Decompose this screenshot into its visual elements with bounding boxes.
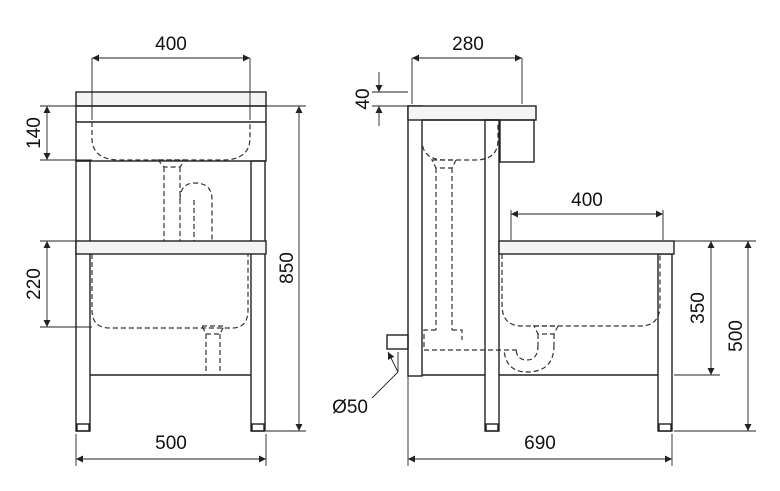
- front-top-slab: [75, 91, 267, 107]
- dim-side-drain: Ø50: [332, 397, 368, 418]
- dim-front-total-width: 500: [155, 433, 187, 454]
- side-back-frame: [407, 105, 423, 377]
- dim-front-lower-depth: 220: [24, 268, 45, 300]
- front-lower-slab: [75, 240, 267, 255]
- front-view: 400 140 220 850 500: [24, 34, 306, 466]
- side-view: 280 40 400 350 500 690 Ø50: [332, 34, 756, 466]
- dim-side-lower-width: 400: [571, 190, 603, 211]
- dim-front-total-height: 850: [277, 252, 298, 284]
- side-front-leg: [484, 119, 500, 432]
- side-lower-basin-hidden: [501, 254, 661, 327]
- side-top-slab: [407, 105, 537, 121]
- dim-side-upper-depth: 280: [452, 34, 484, 55]
- side-upper-basin-hidden: [421, 122, 499, 161]
- dim-front-sink-width: 400: [155, 34, 187, 55]
- dim-side-lower-basin: 350: [688, 292, 709, 324]
- dim-side-rim: 40: [353, 88, 374, 109]
- front-leg-right: [250, 160, 266, 432]
- front-lower-basin-hidden: [91, 254, 249, 329]
- dim-side-total-depth: 690: [524, 433, 556, 454]
- front-upper-box: [75, 105, 267, 162]
- front-leg-left: [75, 160, 91, 432]
- dim-side-lower-height: 500: [726, 320, 747, 352]
- dim-front-sink-depth: 140: [24, 117, 45, 149]
- side-lower-slab: [498, 240, 675, 255]
- front-upper-basin-hidden: [91, 122, 251, 161]
- side-drain-outlet: [386, 334, 409, 350]
